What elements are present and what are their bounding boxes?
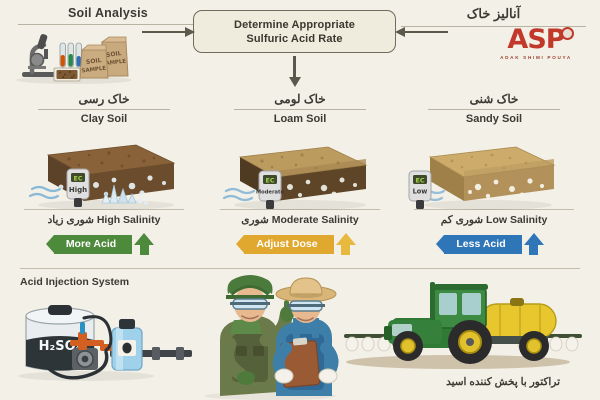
loam-salinity-divider: [220, 209, 380, 210]
worker-blue: [272, 277, 339, 396]
arrow-down-icon: [288, 56, 301, 87]
adjust-dose-label: Adjust Dose: [256, 238, 318, 250]
salt-crystals-icon: [101, 184, 148, 205]
adjust-dose-banner[interactable]: Adjust Dose: [236, 234, 334, 254]
header-left: Soil Analysis: [18, 6, 198, 25]
brand-logo: ASP ADAK SHIMI POUYA: [488, 26, 584, 60]
clay-salinity-en: High Salinity: [96, 214, 161, 226]
arrow-left-icon: [395, 27, 448, 37]
clay-salinity-label: High Salinity شوری زیاد: [14, 214, 194, 226]
tractor-wheels: [393, 320, 549, 364]
sandy-action-row: Less Acid: [404, 233, 584, 255]
column-loam-soil: خاک لومی Loam Soil: [210, 92, 390, 255]
header-right: آنالیز خاک: [401, 6, 586, 27]
soil-sample-bag-front: SOIL SAMPLE: [79, 44, 109, 79]
logo-subtitle: ADAK SHIMI POUYA: [500, 55, 572, 60]
bottom-divider: [20, 268, 580, 269]
svg-text:SAMPLE: SAMPLE: [81, 65, 106, 74]
sandy-salinity-label: Low Salinity شوری کم: [404, 214, 584, 226]
sandy-soil-illustration: EC Low: [404, 131, 584, 210]
loam-salinity-en: Moderate Salinity: [271, 214, 359, 226]
header-left-divider: [18, 24, 198, 25]
pump-icon: [70, 322, 114, 370]
more-acid-label: More Acid: [65, 238, 117, 250]
header-right-divider: [401, 26, 586, 27]
chemical-bottle-icon: [111, 319, 143, 371]
clay-action-row: More Acid: [14, 233, 194, 255]
microscope-icon: [22, 34, 56, 77]
arrow-up-icon-loam: [335, 233, 356, 255]
logo-dot-icon: [560, 27, 574, 40]
sandy-salinity-en: Low Salinity: [486, 214, 548, 226]
sandy-salinity-fa: شوری کم: [440, 214, 484, 226]
acid-injection-system-label: Acid Injection System: [20, 276, 130, 288]
ec-meter-sandy: EC Low: [408, 170, 432, 209]
column-sandy-soil: خاک شنی Sandy Soil: [404, 92, 584, 255]
loam-salinity-fa: شوری: [241, 214, 269, 226]
determine-acid-rate-box: Determine Appropriate Sulfuric Acid Rate: [193, 10, 396, 53]
ec-meter-clay: EC High: [66, 168, 90, 207]
sandy-salinity-divider: [414, 209, 574, 210]
clay-soil-illustration: EC High: [14, 131, 194, 210]
loam-salinity-label: Moderate Salinity شوری: [210, 214, 390, 226]
less-acid-label: Less Acid: [456, 238, 506, 250]
clay-divider: [38, 109, 170, 110]
column-clay-soil: خاک رسی Clay Soil: [14, 92, 194, 255]
soil-analysis-title: Soil Analysis: [68, 6, 148, 20]
svg-text:SOIL: SOIL: [86, 57, 102, 66]
loam-action-row: Adjust Dose: [210, 233, 390, 255]
svg-text:EC: EC: [73, 174, 82, 182]
workers-illustration: [190, 268, 350, 400]
acid-injection-illustration: H₂SO₄: [14, 288, 194, 388]
soil-sample-bag-back: SOIL SAMPLE: [99, 36, 129, 77]
logo-mark: ASP: [507, 24, 574, 55]
arrow-right-icon: [142, 27, 195, 37]
svg-text:EC: EC: [415, 176, 424, 184]
center-box-line1: Determine Appropriate: [234, 18, 355, 31]
loam-soil-name-fa: خاک لومی: [274, 92, 326, 106]
ec-meter-loam: EC Moderate: [256, 170, 284, 209]
clay-soil-name-en: Clay Soil: [80, 113, 128, 125]
less-acid-banner[interactable]: Less Acid: [436, 234, 522, 254]
logo-text: ASP: [507, 24, 565, 55]
sandy-divider: [428, 109, 560, 110]
center-box-line2: Sulfuric Acid Rate: [246, 32, 343, 45]
svg-text:SAMPLE: SAMPLE: [101, 58, 126, 67]
loam-soil-illustration: EC Moderate: [210, 131, 390, 210]
clay-salinity-divider: [24, 209, 184, 210]
svg-text:SOIL: SOIL: [106, 50, 122, 59]
test-tubes-icon: [59, 42, 82, 68]
sandy-soil-name-fa: خاک شنی: [469, 92, 519, 106]
soil-analysis-illustration: SOIL SAMPLE SOIL SAMPLE: [14, 26, 144, 84]
svg-text:EC: EC: [265, 176, 274, 184]
soil-analysis-title-fa: آنالیز خاک: [466, 6, 521, 21]
arrow-up-icon-clay: [134, 233, 155, 255]
arrow-up-icon-sandy: [523, 233, 544, 255]
svg-text:Moderate: Moderate: [256, 190, 284, 196]
clay-soil-name-fa: خاک رسی: [78, 92, 130, 106]
tractor-caption: تراکتور با پخش کننده اسید: [446, 376, 560, 388]
clay-salinity-fa: شوری زیاد: [47, 214, 94, 226]
tractor-illustration: [338, 276, 588, 376]
svg-text:High: High: [69, 186, 87, 194]
more-acid-banner[interactable]: More Acid: [45, 234, 133, 254]
worker-green: [220, 275, 294, 396]
loam-divider: [234, 109, 366, 110]
soil-tray-icon: [53, 67, 81, 82]
loam-soil-name-en: Loam Soil: [273, 113, 327, 125]
svg-text:Low: Low: [413, 188, 428, 196]
sandy-soil-name-en: Sandy Soil: [465, 113, 523, 125]
